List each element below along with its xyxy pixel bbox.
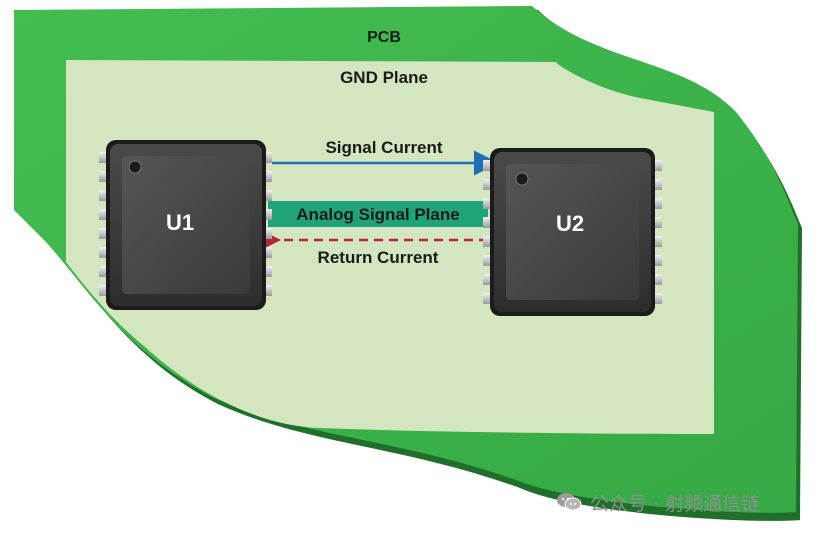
chip-u1: U1 xyxy=(99,140,272,310)
chip-u2: U2 xyxy=(483,148,662,316)
chip-u1-pin1-dot xyxy=(128,160,142,174)
chip-u2-label: U2 xyxy=(556,211,584,236)
gnd-plane-label: GND Plane xyxy=(340,68,428,87)
chip-u2-pin1-dot xyxy=(515,172,529,186)
watermark: 公众号 · 射频通信链 xyxy=(556,487,760,517)
analog-signal-plane-label: Analog Signal Plane xyxy=(296,205,459,224)
chip-u1-pins-left xyxy=(99,152,109,296)
return-current-label: Return Current xyxy=(318,248,439,267)
chip-u2-pins-right xyxy=(652,160,662,304)
wechat-icon xyxy=(557,493,582,511)
analog-signal-plane xyxy=(268,201,488,227)
chip-u2-pins-left xyxy=(483,160,493,304)
chip-u1-pins-right xyxy=(262,152,272,296)
pcb-label: PCB xyxy=(367,29,401,46)
watermark-text: 公众号 · 射频通信链 xyxy=(590,492,761,515)
chip-u1-label: U1 xyxy=(166,210,194,235)
signal-current-label: Signal Current xyxy=(325,138,442,157)
